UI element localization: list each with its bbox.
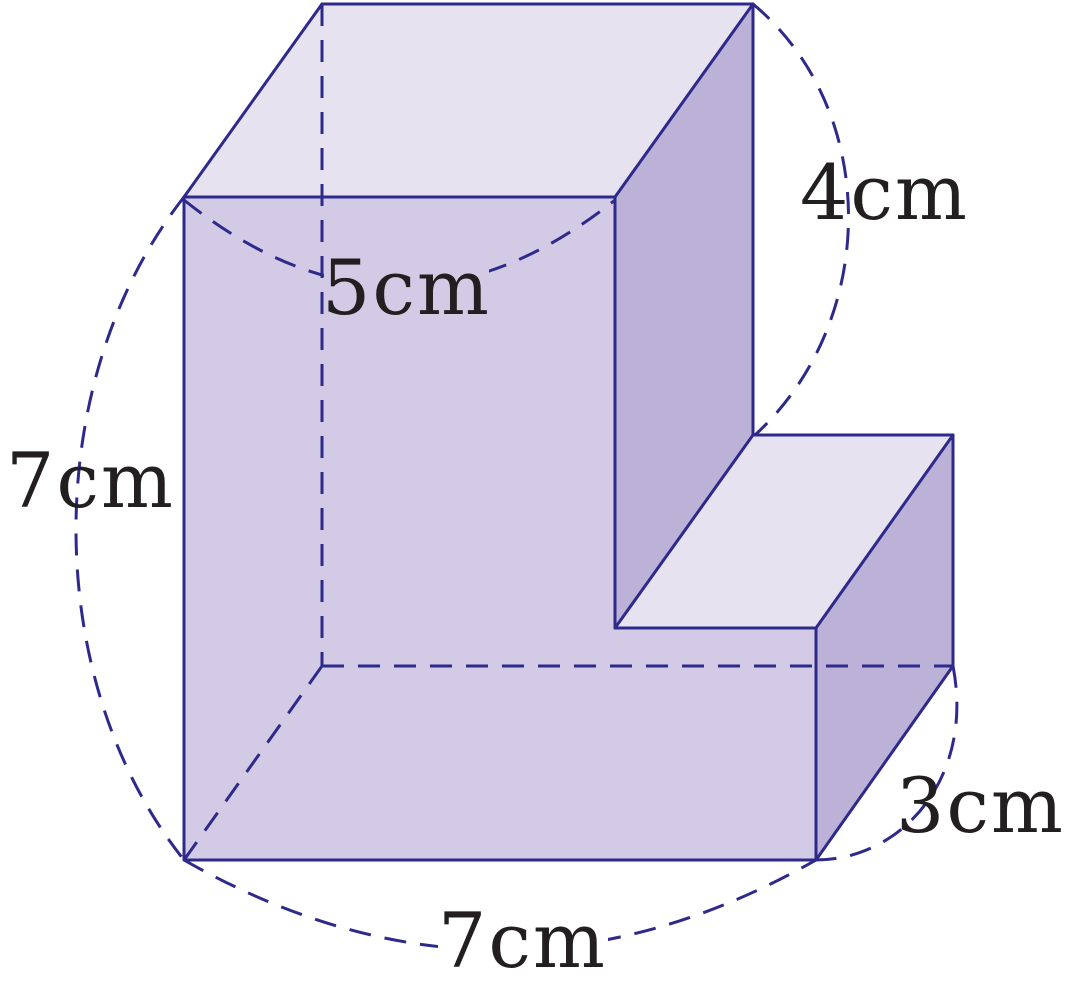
side-face-lower — [816, 435, 953, 860]
label-5cm-backdrop — [324, 250, 489, 318]
label-upper-depth: 4cm — [800, 148, 969, 237]
edge-step-right-depth — [814, 433, 955, 630]
label-top-front-width: 5cm — [322, 243, 491, 332]
top-face-upper — [184, 4, 753, 197]
edge-top-left-depth — [182, 2, 324, 199]
side-face-upper — [615, 4, 753, 628]
solid-faces — [184, 4, 953, 860]
arc-left-height — [74, 196, 186, 861]
arc-upper-depth — [752, 2, 850, 437]
edge-step-left-depth — [613, 433, 755, 630]
dimension-labels: 5cm 4cm 7cm 7cm 3cm — [6, 148, 1065, 985]
label-bottom-width: 7cm — [438, 896, 607, 985]
label-bottom-backdrop — [438, 900, 608, 978]
edge-top-right-depth — [613, 2, 755, 199]
label-left-height: 7cm — [6, 436, 175, 525]
edge-bottom-right-depth — [814, 664, 955, 862]
arc-lower-depth — [815, 665, 959, 862]
hidden-edges — [182, 4, 953, 861]
top-face-step — [615, 435, 953, 628]
label-lower-depth: 3cm — [896, 761, 1065, 850]
front-face — [184, 197, 816, 860]
hidden-edge-depth-bottom — [182, 665, 324, 861]
